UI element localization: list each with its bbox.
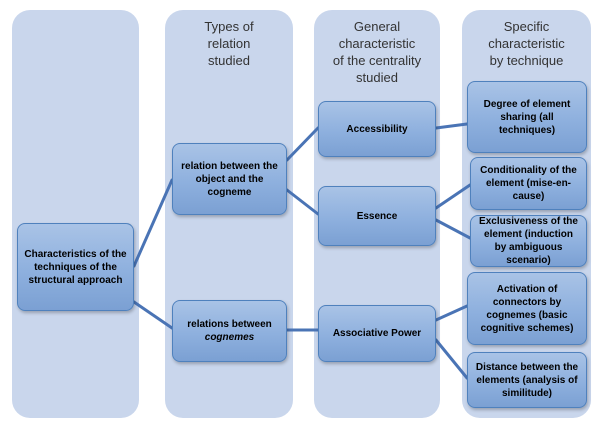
node-associative-power: Associative Power [318, 305, 436, 362]
connector-object-to-accessibility [285, 126, 320, 162]
node-activation-label: Activation of connectors by cognemes (ba… [480, 283, 574, 334]
node-exclusiveness-label: Exclusiveness of the element (induction … [479, 216, 578, 266]
node-relations-cognemes-italic: cognemes [204, 332, 255, 343]
connector-essence-to-conditionality [434, 183, 472, 210]
column-4 [462, 10, 591, 418]
connector-associative-to-activation [434, 304, 469, 322]
node-distance-label: Distance between the elements (analysis … [475, 361, 579, 399]
connector-accessibility-to-degree [434, 122, 469, 130]
node-associative-power-label: Associative Power [332, 328, 422, 339]
header-specific-characteristic: Specific characteristic by technique [488, 19, 565, 68]
connector-root-to-object [132, 178, 174, 268]
node-relation-object-cogneme: relation between the object and the cogn… [172, 143, 287, 215]
connector-object-to-essence [285, 188, 320, 216]
connector-essence-to-exclusiveness [434, 218, 472, 240]
node-relation-object-cogneme-label: relation between the object and the cogn… [181, 160, 278, 198]
node-conditionality-label: Conditionality of the element (mise-en-c… [480, 165, 577, 202]
node-activation: Activation of connectors by cognemes (ba… [467, 272, 587, 345]
node-essence-label: Essence [356, 210, 398, 222]
node-essence: Essence [318, 186, 436, 246]
header-general-characteristic: General characteristic of the centrality… [332, 19, 422, 85]
node-root-label: Characteristics of the techniques of the… [24, 248, 127, 286]
node-conditionality: Conditionality of the element (mise-en-c… [470, 157, 587, 210]
column-1 [12, 10, 139, 418]
node-distance: Distance between the elements (analysis … [467, 352, 587, 408]
header-types-of-relation: Types of relation studied [204, 19, 254, 68]
node-degree-sharing: Degree of element sharing (all technique… [467, 81, 587, 153]
node-root: Characteristics of the techniques of the… [17, 223, 134, 311]
node-relations-cognemes: relations between cognemes [172, 300, 287, 362]
connector-root-to-cognemes [132, 300, 174, 330]
node-degree-sharing-label: Degree of element sharing (all technique… [483, 98, 571, 136]
node-accessibility-label: Accessibility [346, 123, 408, 135]
node-exclusiveness: Exclusiveness of the element (induction … [470, 215, 587, 267]
node-accessibility: Accessibility [318, 101, 436, 157]
node-relations-cognemes-prefix: relations between [187, 319, 272, 330]
connector-associative-to-distance [434, 338, 469, 380]
